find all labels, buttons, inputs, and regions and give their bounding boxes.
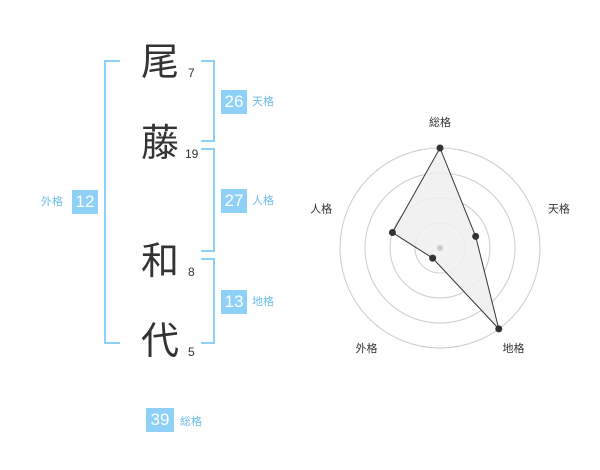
chikaku-bracket bbox=[201, 258, 215, 344]
chikaku-label: 地格 bbox=[252, 295, 274, 308]
radar-axis-label: 地格 bbox=[502, 341, 524, 355]
radar-point bbox=[429, 254, 437, 262]
tenkaku-value-badge: 26 bbox=[221, 90, 247, 114]
stroke-count-1: 7 bbox=[188, 66, 195, 80]
radar-point bbox=[472, 232, 480, 240]
radar-axis-label: 天格 bbox=[548, 201, 570, 215]
radar-axis-label: 人格 bbox=[310, 201, 332, 215]
name-char-4: 代 bbox=[140, 319, 179, 363]
gaikaku-label: 外格 bbox=[41, 195, 63, 208]
gaikaku-value-badge: 12 bbox=[72, 190, 98, 214]
radar-center-dot bbox=[437, 245, 443, 251]
stroke-count-4: 5 bbox=[188, 345, 195, 359]
soukaku-label: 総格 bbox=[180, 415, 202, 428]
name-char-3: 和 bbox=[140, 239, 179, 283]
radar-axis-label: 外格 bbox=[356, 341, 378, 355]
name-char-1: 尾 bbox=[140, 40, 179, 84]
jinkaku-label: 人格 bbox=[252, 194, 274, 207]
tenkaku-bracket bbox=[201, 60, 215, 142]
soukaku-value-badge: 39 bbox=[146, 408, 174, 432]
radar-value-polygon bbox=[391, 146, 500, 331]
jinkaku-bracket bbox=[201, 148, 215, 252]
radar-point bbox=[388, 229, 396, 237]
radar-axis-label: 総格 bbox=[429, 115, 451, 129]
stroke-count-2: 19 bbox=[185, 147, 199, 161]
jinkaku-value-badge: 27 bbox=[221, 189, 247, 213]
stroke-count-3: 8 bbox=[188, 265, 195, 279]
chikaku-value-badge: 13 bbox=[221, 290, 247, 314]
radar-point bbox=[495, 325, 503, 333]
gaikaku-bracket bbox=[104, 60, 120, 344]
name-char-2: 藤 bbox=[140, 121, 179, 165]
tenkaku-label: 天格 bbox=[252, 95, 274, 108]
radar-point bbox=[436, 144, 444, 152]
